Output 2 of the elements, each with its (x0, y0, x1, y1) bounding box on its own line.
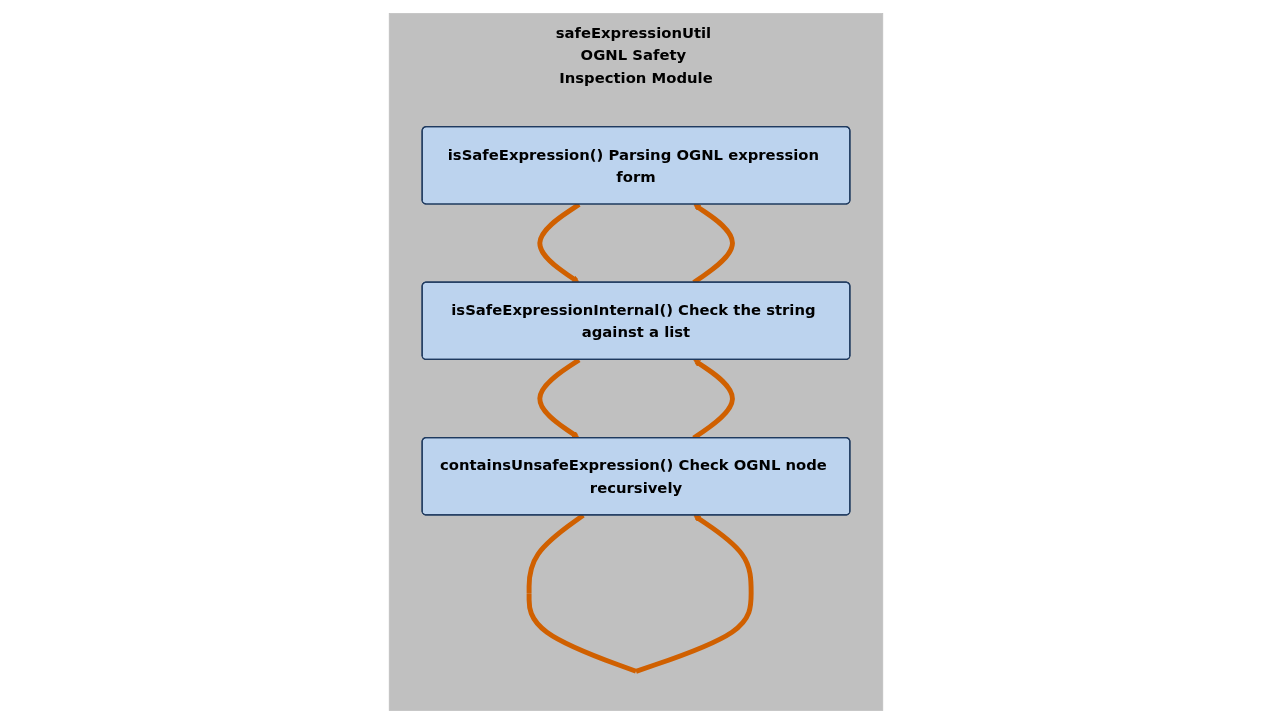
arrow (526, 513, 754, 674)
arrow (536, 202, 580, 283)
